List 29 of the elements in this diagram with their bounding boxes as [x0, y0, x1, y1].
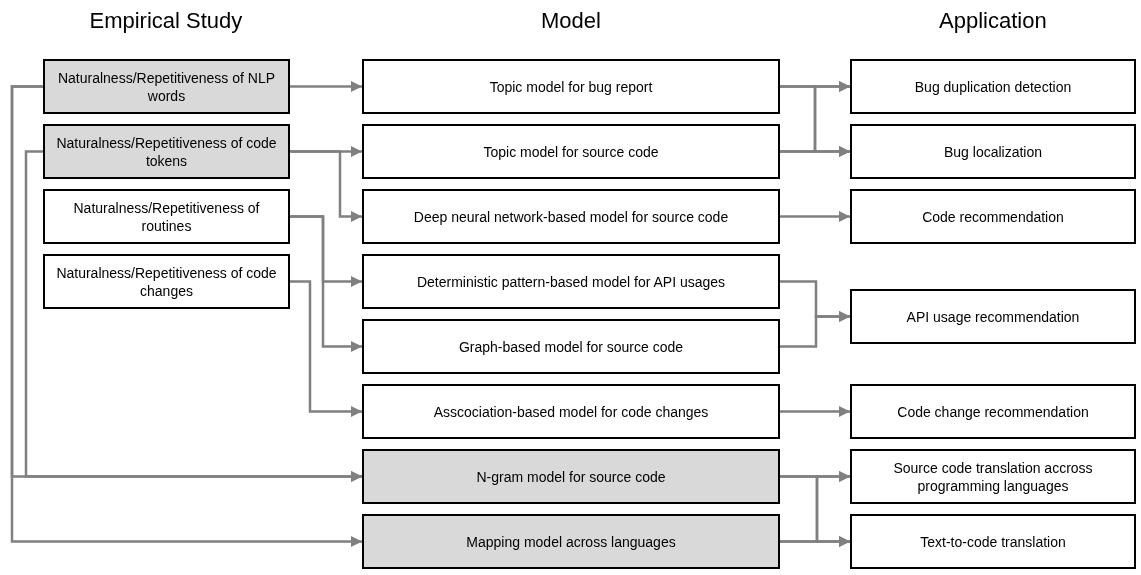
model-box: Deep neural network-based model for source code: [362, 189, 780, 244]
study-box: Naturalness/Repetitiveness of code tokens: [43, 124, 290, 179]
column-heading: Application: [939, 8, 1047, 34]
arrow: [290, 280, 362, 417]
model-box: Graph-based model for source code: [362, 319, 780, 374]
arrow: [24, 150, 362, 482]
arrow: [290, 150, 362, 222]
application-box: Bug duplication detection: [850, 59, 1136, 114]
model-box: Topic model for bug report: [362, 59, 780, 114]
arrow: [290, 215, 362, 352]
study-box: Naturalness/Repetitiveness of code changes: [43, 254, 290, 309]
application-box: API usage recommendation: [850, 289, 1136, 344]
model-box: Deterministic pattern-based model for API usages: [362, 254, 780, 309]
application-box: Code recommendation: [850, 189, 1136, 244]
application-box: Text-to-code translation: [850, 514, 1136, 569]
model-box: Asscociation-based model for code changes: [362, 384, 780, 439]
arrow: [780, 311, 850, 348]
application-box: Code change recommendation: [850, 384, 1136, 439]
application-box: Source code translation accross programming languages: [850, 449, 1136, 504]
column-heading: Empirical Study: [89, 8, 243, 34]
model-box: Topic model for source code: [362, 124, 780, 179]
model-box: Mapping model across languages: [362, 514, 780, 569]
column-heading: Model: [541, 8, 601, 34]
study-box: Naturalness/Repetitiveness of routines: [43, 189, 290, 244]
arrow: [780, 536, 850, 547]
arrow: [780, 146, 850, 157]
application-box: Bug localization: [850, 124, 1136, 179]
model-box: N-gram model for source code: [362, 449, 780, 504]
study-box: Naturalness/Repetitiveness of NLP words: [43, 59, 290, 114]
